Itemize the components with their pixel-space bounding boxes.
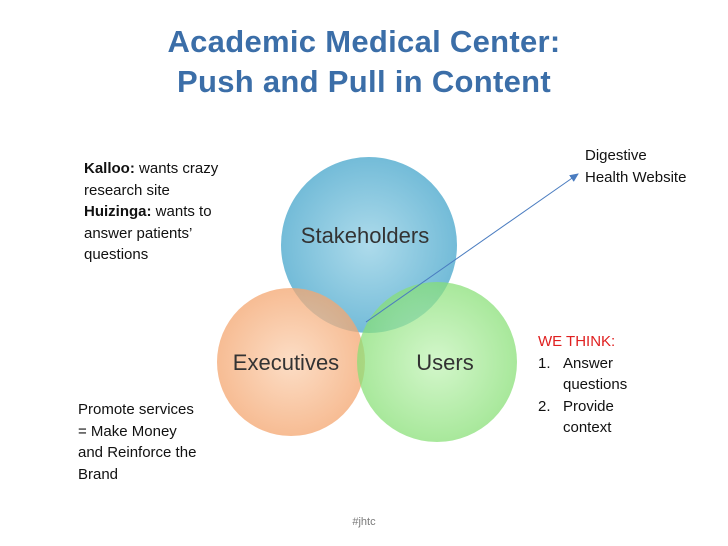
note-we-think: WE THINK: 1. Answer questions 2. Provide… bbox=[538, 331, 718, 439]
circle-executives bbox=[217, 288, 365, 436]
note-promote-services: Promote services = Make Money and Reinfo… bbox=[78, 399, 238, 485]
huizinga-text-3: questions bbox=[84, 246, 149, 263]
huizinga-text: wants to bbox=[155, 203, 212, 220]
list-item-number: 1. bbox=[538, 354, 551, 372]
we-think-list: 1. Answer questions 2. Provide context bbox=[538, 353, 718, 439]
slide-title: Academic Medical Center: Push and Pull i… bbox=[0, 22, 728, 102]
kalloo-text-2: research site bbox=[84, 181, 170, 199]
pointer-arrow bbox=[365, 173, 579, 323]
label-executives: Executives bbox=[233, 350, 339, 375]
footer-hashtag: #jhtc bbox=[352, 516, 376, 528]
list-item-line-1: Answer bbox=[563, 354, 614, 372]
list-item-line-1: Provide bbox=[563, 397, 614, 415]
list-item-number: 2. bbox=[538, 397, 551, 415]
promote-line-2: = Make Money bbox=[78, 422, 177, 440]
title-line-2: Push and Pull in Content bbox=[176, 64, 552, 99]
digestive-line-2: Health Website bbox=[585, 168, 687, 186]
note-kalloo-huizinga: Kalloo: wants crazy research site Huizin… bbox=[84, 158, 264, 266]
title-line-1: Academic Medical Center: bbox=[167, 24, 561, 59]
label-users: Users bbox=[416, 350, 473, 375]
huizinga-name: Huizinga: bbox=[84, 203, 152, 220]
list-item-line-2: questions bbox=[563, 376, 628, 393]
promote-line-4: Brand bbox=[78, 465, 119, 483]
circle-users bbox=[357, 282, 517, 442]
kalloo-name: Kalloo: bbox=[84, 160, 135, 177]
label-stakeholders: Stakeholders bbox=[301, 223, 429, 248]
kalloo-text: wants crazy bbox=[139, 160, 219, 177]
promote-line-1: Promote services bbox=[78, 401, 194, 418]
note-digestive-health: Digestive Health Website bbox=[585, 145, 725, 188]
we-think-heading: WE THINK: bbox=[538, 333, 616, 350]
digestive-line-1: Digestive bbox=[585, 147, 647, 164]
huizinga-text-2: answer patients’ bbox=[84, 224, 193, 242]
list-item-line-2: context bbox=[563, 419, 612, 436]
list-item: 2. Provide context bbox=[538, 396, 718, 439]
promote-line-3: and Reinforce the bbox=[78, 444, 197, 461]
list-item: 1. Answer questions bbox=[538, 353, 718, 396]
